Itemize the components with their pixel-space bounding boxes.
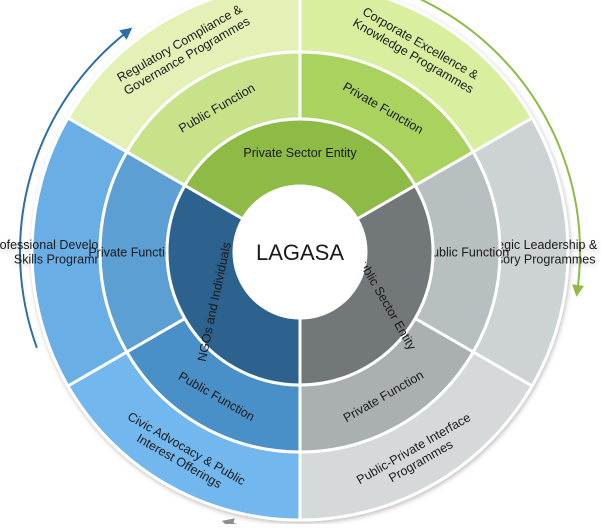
- strategic-leadership-segment-label-line: Strategic Leadership &: [471, 238, 598, 252]
- strategic-leadership-segment-label: Strategic Leadership &Advisory Programme…: [471, 238, 598, 267]
- middle-private-function-3-label-line: Private Function: [88, 245, 178, 259]
- middle-public-function-2-label-line: Public Function: [424, 245, 510, 259]
- middle-public-function-2-label: Public Function: [424, 245, 510, 259]
- center-circle: [234, 186, 366, 318]
- green-cycle-arrow: [419, 0, 585, 297]
- blue-cycle-arrow: [19, 27, 133, 349]
- middle-private-function-3-label: Private Function: [88, 245, 178, 259]
- center-label: LAGASA: [256, 240, 344, 265]
- professional-development-segment-label-line: Skills Programmes: [14, 253, 118, 267]
- strategic-leadership-segment-label-line: Advisory Programmes: [473, 253, 596, 267]
- private-sector-entity-segment-label: Private Sector Entity: [243, 146, 357, 160]
